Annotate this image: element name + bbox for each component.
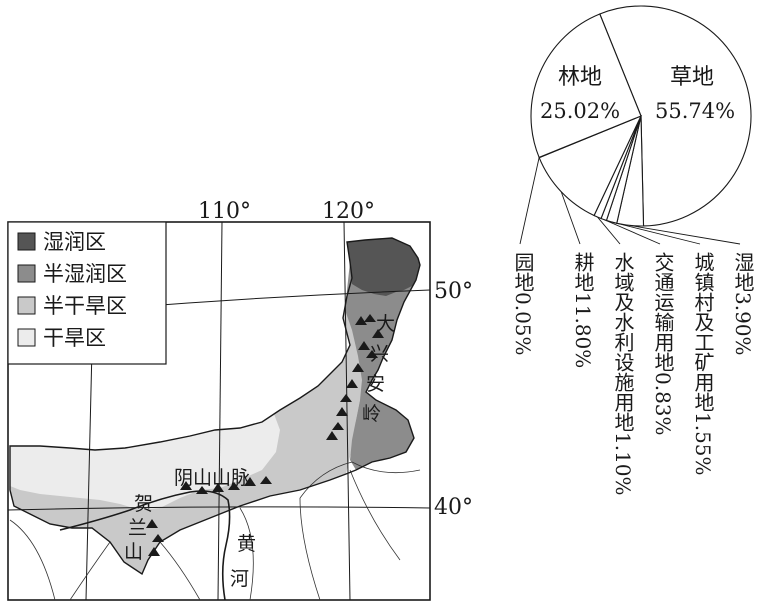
pie-leader-lines <box>519 157 741 245</box>
pie-label-orchard: 园地0.05% <box>511 252 535 356</box>
pie-label-cropland: 耕地11.80% <box>571 252 595 369</box>
pie-leader-wetland <box>629 225 741 245</box>
pie-label-wetland: 湿地3.90% <box>731 252 755 356</box>
region-arid <box>10 414 280 510</box>
pie-leader-cropland <box>560 191 581 245</box>
pie-label-water: 水域及水利设施用地1.10% <box>611 252 635 496</box>
pie-slice-grassland <box>599 5 752 227</box>
pie-leader-urban-industrial <box>611 221 701 245</box>
province-boundaries <box>9 461 421 600</box>
lat-label-40: 40° <box>434 495 473 520</box>
latitude-line-40 <box>8 506 430 511</box>
label-daxinganling-2: 兴 <box>370 343 389 365</box>
lon-label-110: 110° <box>198 199 251 224</box>
label-helan-2: 兰 <box>128 517 147 539</box>
lat-label-50: 50° <box>434 279 473 304</box>
pie-chart: 林地 25.02% 草地 55.74% 湿地3.90% 城镇村及工矿用地1.55… <box>511 5 755 496</box>
legend-item-arid: 干旱区 <box>17 326 106 350</box>
map: 湿润区 半湿润区 半干旱区 干旱区 阴山山脉 贺 兰 山 <box>7 199 473 601</box>
pie-leader-water-conservancy <box>597 216 621 245</box>
pie-label-transport: 交通运输用地0.83% <box>651 252 675 436</box>
legend-swatch-arid <box>17 328 36 347</box>
legend-swatch-humid <box>17 232 36 251</box>
label-daxinganling-3: 安 <box>366 373 385 395</box>
pie-slices <box>530 5 752 227</box>
yellow-river <box>59 490 231 600</box>
legend-label-humid: 湿润区 <box>43 230 106 254</box>
longitude-line-120 <box>343 222 351 600</box>
legend-item-humid: 湿润区 <box>17 230 106 254</box>
label-yinshan: 阴山山脉 <box>174 467 250 489</box>
pie-label-forest-value: 25.02% <box>540 99 620 123</box>
legend: 湿润区 半湿润区 半干旱区 干旱区 <box>8 222 167 365</box>
legend-item-semihumid: 半湿润区 <box>17 262 127 286</box>
mountain-symbols <box>146 314 384 556</box>
pie-label-grass-value: 55.74% <box>655 99 735 123</box>
pie-leader-orchard <box>519 157 540 245</box>
longitude-line-110 <box>217 222 223 600</box>
legend-swatch-semiarid <box>17 296 36 315</box>
legend-swatch-semihumid <box>17 264 36 283</box>
label-huanghe-2: 河 <box>230 568 249 590</box>
region-outline <box>9 237 421 576</box>
label-daxinganling-1: 大 <box>376 313 395 335</box>
pie-label-forest-name: 林地 <box>558 65 602 90</box>
label-daxinganling-4: 岭 <box>362 403 381 425</box>
pie-label-grass-name: 草地 <box>670 65 714 90</box>
legend-label-semiarid: 半干旱区 <box>43 294 127 318</box>
pie-leader-transport <box>603 219 661 245</box>
legend-label-arid: 干旱区 <box>43 326 106 350</box>
legend-label-semihumid: 半湿润区 <box>43 262 127 286</box>
pie-slice-forest <box>530 13 642 159</box>
lon-label-120: 120° <box>322 199 375 224</box>
label-huanghe-1: 黄 <box>237 533 256 555</box>
label-helan-3: 山 <box>124 541 143 563</box>
region-humid <box>347 238 420 296</box>
label-helan-1: 贺 <box>134 493 153 515</box>
region-semihumid <box>345 238 418 470</box>
legend-item-semiarid: 半干旱区 <box>17 294 127 318</box>
pie-label-urban: 城镇村及工矿用地1.55% <box>691 252 715 476</box>
